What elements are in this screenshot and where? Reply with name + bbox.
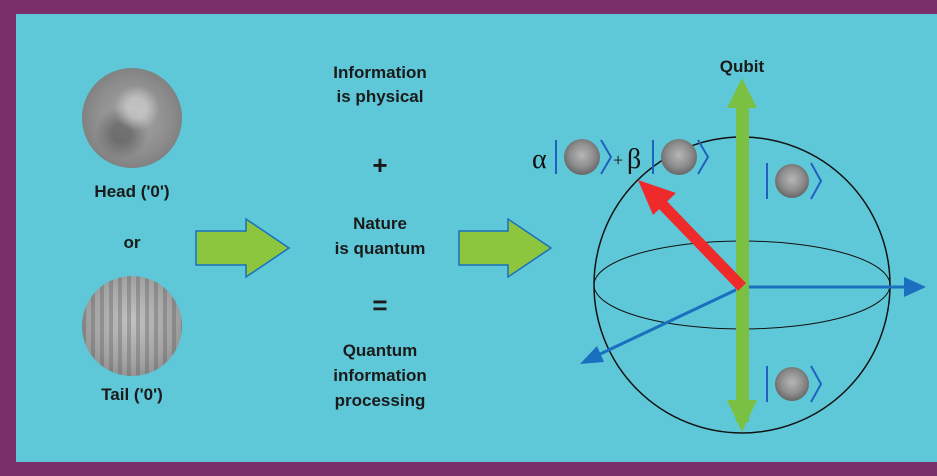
ket-bottom bbox=[767, 366, 821, 402]
ket-beta bbox=[653, 139, 708, 175]
ket-alpha bbox=[556, 139, 611, 175]
z-axis-arrow bbox=[727, 78, 757, 432]
coin-state-2-icon bbox=[661, 139, 697, 175]
x-axis-arrow bbox=[742, 277, 926, 297]
superposition-plus: + bbox=[613, 150, 623, 170]
ket-top bbox=[767, 163, 821, 199]
alpha-symbol: α bbox=[532, 144, 547, 175]
coin-state-1-icon bbox=[564, 139, 600, 175]
y-axis-arrow bbox=[580, 287, 742, 364]
beta-symbol: β bbox=[627, 144, 641, 175]
flow-arrow-1 bbox=[196, 219, 289, 277]
coin-ket-top-icon bbox=[775, 164, 809, 198]
flow-arrow-2 bbox=[459, 219, 551, 277]
state-vector-arrow bbox=[638, 180, 742, 287]
coin-ket-bottom-icon bbox=[775, 367, 809, 401]
